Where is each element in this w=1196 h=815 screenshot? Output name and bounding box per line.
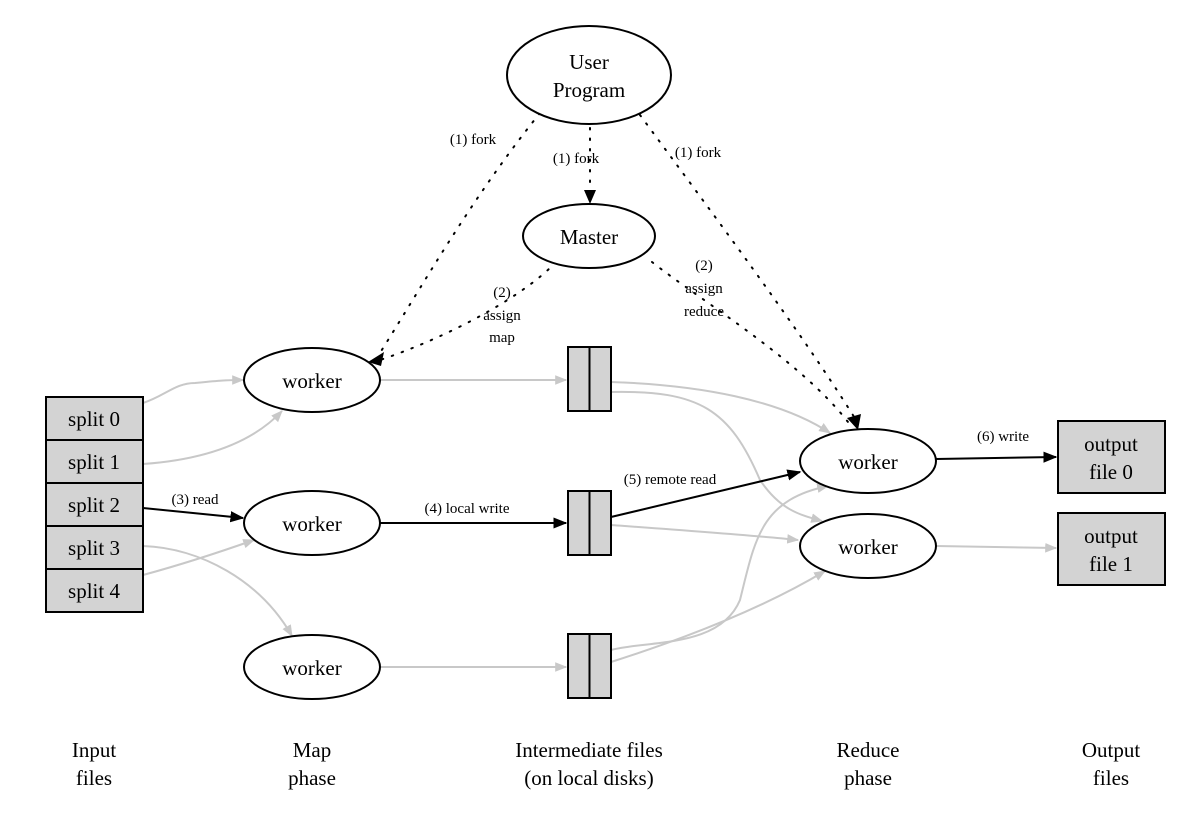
map-worker-2-label: worker bbox=[282, 512, 341, 536]
edge-remote-read bbox=[610, 469, 802, 518]
phase-intermediate-line2: (on local disks) bbox=[524, 766, 653, 790]
edge-split0-to-map-worker-1 bbox=[142, 375, 245, 404]
reduce-worker-2: worker bbox=[799, 513, 937, 579]
reduce-worker-1: worker bbox=[799, 428, 937, 494]
edge-intermediate-1-to-reduce-worker-1 bbox=[610, 381, 832, 434]
control-edges bbox=[368, 112, 861, 430]
label-remote-read: (5) remote read bbox=[624, 472, 717, 488]
phase-map-line1: Map bbox=[293, 738, 332, 762]
label-fork-center: (1) fork bbox=[553, 151, 600, 167]
user-program-label-line1: User bbox=[569, 50, 609, 74]
map-worker-2: worker bbox=[243, 490, 381, 556]
label-assign-reduce-3: reduce bbox=[684, 304, 724, 320]
output-file-1-line1: output bbox=[1084, 524, 1138, 548]
phase-output-line1: Output bbox=[1082, 738, 1141, 762]
edge-fork-to-reduce-worker bbox=[639, 114, 857, 421]
phase-input-line1: Input bbox=[72, 738, 116, 762]
split-0-label: split 0 bbox=[68, 407, 120, 431]
arrowhead-assign-map bbox=[368, 352, 384, 366]
label-fork-left: (1) fork bbox=[450, 132, 497, 148]
active-edges bbox=[142, 451, 1058, 529]
edge-intermediate-2-to-reduce-worker-2 bbox=[610, 524, 800, 544]
edge-assign-reduce bbox=[651, 261, 849, 423]
phase-reduce-line1: Reduce bbox=[837, 738, 900, 762]
edge-write-output-0 bbox=[935, 451, 1058, 463]
edge-split4-to-map-worker-2 bbox=[142, 539, 256, 576]
map-worker-3: worker bbox=[243, 634, 381, 700]
split-4-box bbox=[45, 568, 144, 613]
intermediate-file-1 bbox=[567, 346, 612, 412]
phase-map-line2: phase bbox=[288, 766, 336, 790]
split-4-label: split 4 bbox=[68, 579, 120, 603]
phase-intermediate-line1: Intermediate files bbox=[515, 738, 663, 762]
intermediate-file-2 bbox=[567, 490, 612, 556]
edge-split1-to-map-worker-1 bbox=[142, 410, 283, 465]
label-assign-map-1: (2) bbox=[493, 285, 511, 301]
reduce-worker-1-label: worker bbox=[838, 450, 897, 474]
phase-output-line2: files bbox=[1093, 766, 1129, 790]
output-file-1-line2: file 1 bbox=[1089, 552, 1133, 576]
user-program-node: User Program bbox=[506, 25, 672, 125]
phase-reduce-line2: phase bbox=[844, 766, 892, 790]
output-file-0-line2: file 0 bbox=[1089, 460, 1133, 484]
phase-labels: Input files Map phase Intermediate files… bbox=[72, 738, 1140, 790]
edge-intermediate-1-to-reduce-worker-2 bbox=[610, 390, 824, 523]
output-file-0: output file 0 bbox=[1057, 420, 1166, 494]
master-label: Master bbox=[560, 225, 618, 249]
output-file-1: output file 1 bbox=[1057, 512, 1166, 586]
label-assign-map-2: assign bbox=[483, 308, 521, 324]
label-read: (3) read bbox=[171, 492, 219, 508]
label-fork-right: (1) fork bbox=[675, 145, 722, 161]
intermediate-file-3 bbox=[567, 633, 612, 699]
arrowhead-reduce-worker bbox=[847, 414, 861, 430]
map-worker-3-label: worker bbox=[282, 656, 341, 680]
arrowhead-fork-master bbox=[584, 190, 596, 204]
label-assign-reduce-1: (2) bbox=[695, 258, 713, 274]
edge-split2-read bbox=[142, 507, 245, 523]
edge-fork-to-map-worker bbox=[377, 112, 541, 357]
master-node: Master bbox=[522, 203, 656, 269]
split-3-label: split 3 bbox=[68, 536, 120, 560]
input-files-stack: split 0 split 1 split 2 split 3 split 4 bbox=[45, 396, 144, 613]
edge-labels: (1) fork (1) fork (1) fork (2) assign ma… bbox=[171, 132, 1029, 517]
edge-split3-to-map-worker-3 bbox=[142, 545, 293, 638]
output-file-0-line1: output bbox=[1084, 432, 1138, 456]
label-local-write: (4) local write bbox=[425, 501, 510, 517]
split-1-label: split 1 bbox=[68, 450, 120, 474]
edge-reduce-worker-2-to-output-1 bbox=[935, 543, 1058, 553]
map-worker-1-label: worker bbox=[282, 369, 341, 393]
user-program-label-line2: Program bbox=[553, 78, 625, 102]
label-assign-reduce-2: assign bbox=[685, 281, 723, 297]
label-write: (6) write bbox=[977, 429, 1029, 445]
edge-assign-map bbox=[379, 261, 557, 361]
split-2-box bbox=[45, 482, 144, 527]
phase-input-line2: files bbox=[76, 766, 112, 790]
label-assign-map-3: map bbox=[489, 330, 515, 346]
edge-intermediate-3-to-reduce-worker-2 bbox=[610, 570, 827, 663]
split-2-label: split 2 bbox=[68, 493, 120, 517]
split-1-box bbox=[45, 439, 144, 484]
reduce-worker-2-label: worker bbox=[838, 535, 897, 559]
inactive-edges bbox=[142, 375, 1058, 672]
edge-intermediate-3-to-reduce-worker-1 bbox=[610, 483, 830, 651]
map-worker-1: worker bbox=[243, 347, 381, 413]
